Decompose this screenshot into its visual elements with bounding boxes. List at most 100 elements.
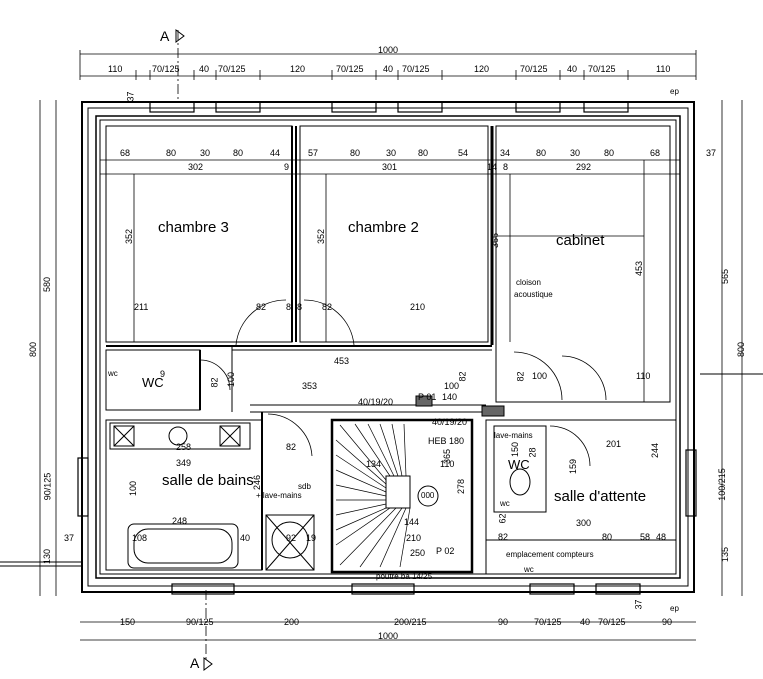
dim-left-item: 130: [42, 548, 53, 565]
dim-interior: 453: [334, 356, 350, 366]
annotation-beam-2: 40/19/20: [432, 417, 468, 427]
dim-interior: 100: [226, 371, 237, 388]
dim-interior: 100: [128, 480, 139, 497]
annotation-ep-bottom: ep: [670, 604, 679, 613]
dim-interior: 8: [286, 302, 292, 312]
dim-inner-row-item: 80: [418, 148, 429, 158]
dim-room-width: 9: [284, 162, 290, 172]
dim-interior: 352: [316, 228, 327, 245]
dim-inner-row-item: 44: [270, 148, 281, 158]
annotation-po1: P 01: [418, 392, 437, 402]
dim-top-row-item: 70/125: [520, 64, 548, 74]
room-label-chambre-2: chambre 2: [348, 219, 419, 236]
annotation-wc-small-1: wc: [108, 369, 118, 378]
dim-top-row-item: 110: [108, 64, 123, 74]
dim-inner-row-item: 68: [650, 148, 661, 158]
dim-inner-row-item: 80: [536, 148, 547, 158]
annotation-heb: HEB 180: [428, 436, 465, 446]
dim-interior: 140: [442, 392, 458, 402]
dim-interior: 62: [497, 513, 508, 524]
annotation-wc-small-2: wc: [500, 499, 510, 508]
dim-interior: 144: [404, 517, 420, 527]
dim-top-row-item: 40: [383, 64, 394, 74]
dim-inner-row-item: 30: [200, 148, 211, 158]
dim-interior: 100: [444, 381, 460, 391]
dim-inner-row-item: 80: [604, 148, 615, 158]
dim-interior: 248: [172, 516, 188, 526]
dim-room-width: 14: [487, 162, 498, 172]
dim-inner-row-item: 80: [233, 148, 244, 158]
dim-interior: 150: [510, 441, 521, 458]
dim-interior: 134: [366, 459, 382, 469]
bathtub: [127, 523, 239, 569]
dim-interior: 453: [634, 260, 645, 277]
annotation-acoustique: acoustique: [514, 290, 553, 299]
annotation-beam-1: 40/19/20: [358, 397, 394, 407]
dim-interior: 258: [176, 442, 192, 452]
dim-bottom-row-item: 200/215: [394, 617, 427, 627]
dim-bottom-row-item: 90: [498, 617, 509, 627]
dim-top-row-item: 70/125: [588, 64, 616, 74]
outer-wall-inner: [87, 107, 689, 587]
dim-interior: 82: [322, 302, 333, 312]
dim-interior: 110: [636, 371, 651, 381]
dim-right-item: 800: [736, 341, 747, 358]
section-marker-top: A: [160, 28, 170, 44]
dim-bottom-row-item: 90/125: [186, 617, 214, 627]
dim-inner-row-item: 68: [120, 148, 131, 158]
dim-interior: 244: [650, 442, 661, 459]
dim-room-width: 292: [576, 162, 592, 172]
dim-inner-row-item: 57: [308, 148, 319, 158]
dim-inner-row-item: 54: [458, 148, 469, 158]
dim-interior: 92: [286, 533, 297, 543]
dim-interior: 82: [256, 302, 267, 312]
dim-interior: 210: [406, 533, 422, 543]
dim-top-row-item: 70/125: [152, 64, 180, 74]
dim-interior: 37: [633, 599, 644, 610]
section-marker-bottom: A: [190, 655, 200, 671]
dim-left-item: 37: [64, 533, 75, 543]
dim-bottom-row-item: 200: [284, 617, 300, 627]
annotation-wc-small-3: wc: [524, 565, 534, 574]
annotation-sdb: sdb: [298, 482, 311, 491]
dim-right-item: 135: [720, 546, 731, 563]
dim-interior: 82: [457, 371, 468, 382]
dim-interior: 211: [134, 302, 149, 312]
dim-interior: 159: [568, 458, 579, 475]
room-label-salle-attente: salle d'attente: [554, 488, 647, 505]
dim-bottom-row-item: 70/125: [534, 617, 562, 627]
dim-right-item: 100/215: [716, 468, 727, 501]
dim-interior: 246: [252, 474, 263, 491]
dim-inner-row-item: 30: [570, 148, 581, 158]
dim-right-item: 565: [720, 268, 731, 285]
room-label-salle-de-bains: salle de bains: [162, 472, 254, 489]
dim-top-row-item: 70/125: [218, 64, 246, 74]
annotation-compteurs: emplacement compteurs: [506, 550, 594, 559]
dim-interior: 82: [209, 377, 220, 388]
dim-top-row-item: 40: [567, 64, 578, 74]
annotation-ep-top: ep: [670, 87, 679, 96]
dim-interior: 80: [602, 532, 613, 542]
annotation-po2: P 02: [436, 546, 455, 556]
dim-inner-row-item: 30: [386, 148, 397, 158]
dim-bottom-row-item: 70/125: [598, 617, 626, 627]
dim-interior: 40: [240, 533, 251, 543]
dim-interior: 300: [576, 518, 592, 528]
dim-interior: 366: [490, 232, 501, 249]
dim-room-width: 8: [503, 162, 509, 172]
dim-interior: 110: [440, 459, 455, 469]
dim-room-width: 302: [188, 162, 204, 172]
room-label-chambre-3: chambre 3: [158, 219, 229, 236]
dim-left-item: 580: [42, 276, 53, 293]
dim-left-item: 90/125: [42, 472, 53, 501]
dim-bottom-row-item: 150: [120, 617, 136, 627]
dim-interior: 108: [132, 533, 148, 543]
dim-interior: 82: [498, 532, 509, 542]
annotation-stair-circle: 000: [421, 491, 435, 500]
dim-bottom-row-item: 90: [662, 617, 673, 627]
dim-top-row-item: 120: [290, 64, 306, 74]
dim-interior: 201: [606, 439, 622, 449]
dim-inner-row-item: 34: [500, 148, 511, 158]
dim-interior: 82: [286, 442, 297, 452]
